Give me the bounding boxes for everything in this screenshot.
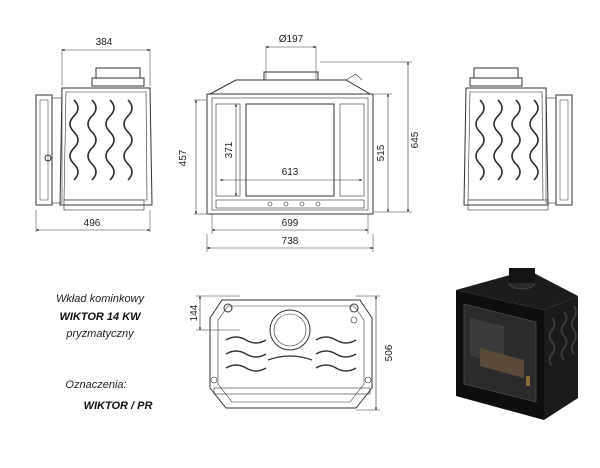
- dim-side-depth-bottom: 496: [84, 218, 101, 229]
- front-view: [194, 45, 412, 252]
- dim-side-depth-top: 384: [96, 37, 113, 48]
- side-view-left: [35, 48, 153, 232]
- product-render: [456, 268, 578, 420]
- dim-total-height: 645: [410, 131, 421, 148]
- caption-marking-value: WIKTOR / PR: [84, 400, 153, 412]
- dim-plan-flue-offset: 144: [189, 304, 200, 321]
- caption-model-name: WIKTOR 14 KW: [59, 311, 142, 323]
- dim-front-height: 457: [178, 149, 189, 166]
- caption-marking-label: Oznaczenia:: [65, 379, 126, 391]
- side-view-right: [463, 67, 573, 211]
- dim-glass-width: 613: [282, 167, 299, 178]
- dim-front-width-total: 738: [282, 236, 299, 247]
- caption-variant: pryzmatyczny: [65, 328, 135, 340]
- dim-plan-depth: 506: [384, 344, 395, 361]
- dim-flue-diameter: Ø197: [279, 34, 304, 45]
- caption-product-type: Wkład kominkowy: [56, 293, 146, 305]
- dim-glass-height: 371: [224, 141, 235, 158]
- dim-front-width-inner: 699: [282, 218, 299, 229]
- plan-view: [196, 295, 380, 411]
- dim-door-height: 515: [376, 144, 387, 161]
